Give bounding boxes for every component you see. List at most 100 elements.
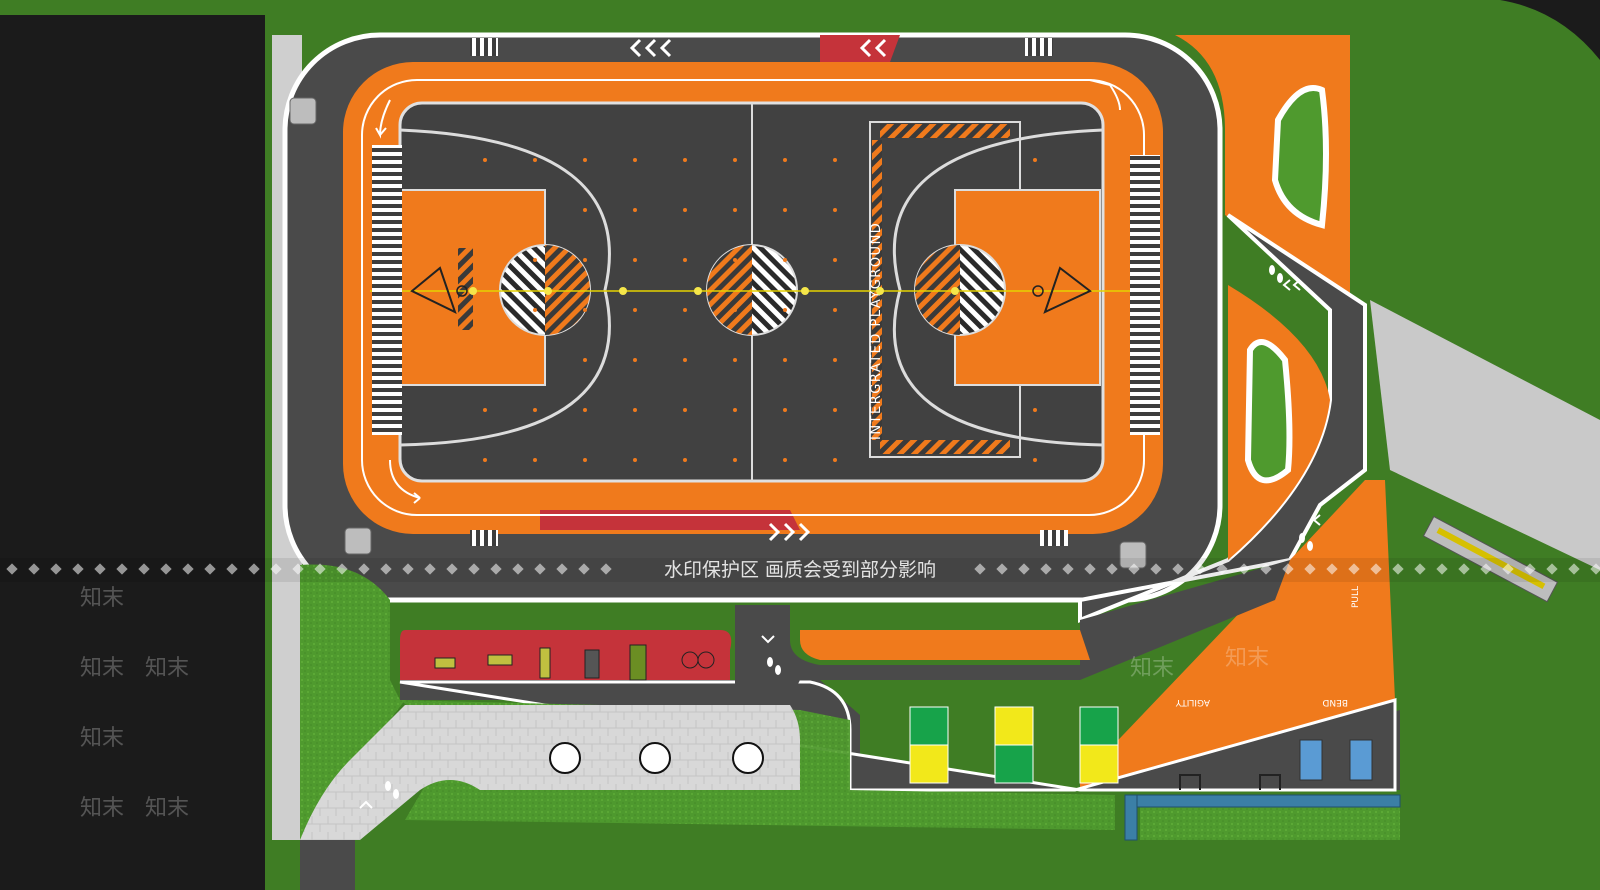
court-dot-grid <box>469 158 1037 462</box>
watermark-diamond <box>1502 563 1514 575</box>
watermark-diamond <box>512 563 524 575</box>
court-dot <box>483 208 487 212</box>
court-dot <box>683 358 687 362</box>
direction-arrow-icon <box>359 79 1321 809</box>
court-dot <box>1033 458 1037 462</box>
court-label: INTERGRATED PLAYGROUND <box>869 222 884 440</box>
court-dot <box>1033 358 1037 362</box>
watermark-diamond <box>292 563 304 575</box>
watermark-diamond <box>1062 563 1074 575</box>
watermark-diamond <box>204 563 216 575</box>
court-dot <box>783 308 787 312</box>
court-dot <box>683 258 687 262</box>
left-circle-half <box>545 245 590 335</box>
watermark-diamond <box>446 563 458 575</box>
court-dot <box>533 158 537 162</box>
court-dot <box>683 158 687 162</box>
watermark-diamond <box>1106 563 1118 575</box>
watermark-brand: 知末 <box>80 796 124 821</box>
watermark-diamond <box>380 563 392 575</box>
station-label-agility: AGILITY <box>1175 697 1210 707</box>
watermark-diamond <box>578 563 590 575</box>
court-dot <box>733 408 737 412</box>
watermark-brand: 知末 <box>1130 656 1174 681</box>
watermark-diamond <box>1436 563 1448 575</box>
watermark-diamond <box>1546 563 1558 575</box>
watermark-diamond <box>996 563 1008 575</box>
axis-marker <box>801 287 809 295</box>
axis-marker <box>469 287 477 295</box>
court-dot <box>833 208 837 212</box>
court-dot <box>633 258 637 262</box>
court-dot <box>583 208 587 212</box>
watermark-brand: 知末 <box>1225 646 1269 671</box>
court-dot <box>733 258 737 262</box>
court-dot <box>533 208 537 212</box>
axis-marker <box>876 287 884 295</box>
court-dot <box>1033 158 1037 162</box>
crosswalk <box>1025 38 1053 56</box>
dark-road-bottom <box>300 840 355 890</box>
watermark-brand: 知末 <box>80 656 124 681</box>
watermark-diamond <box>1568 563 1580 575</box>
right-key <box>954 189 1101 386</box>
court-dot <box>533 408 537 412</box>
watermark-diamond <box>1348 563 1360 575</box>
lawn <box>300 564 405 840</box>
court-dot <box>683 408 687 412</box>
watermark-diamond <box>248 563 260 575</box>
court-dot <box>633 408 637 412</box>
crosswalk <box>470 530 498 546</box>
court-dot <box>633 458 637 462</box>
track-red-section <box>540 510 800 530</box>
court-dot <box>583 458 587 462</box>
watermark-brand: 知末 <box>145 796 189 821</box>
watermark-diamond <box>358 563 370 575</box>
watermark-diamond <box>1480 563 1492 575</box>
crosswalk <box>372 145 402 435</box>
court-dot <box>1033 308 1037 312</box>
watermark-diamond <box>1150 563 1162 575</box>
court-dot <box>483 258 487 262</box>
court-dot <box>833 458 837 462</box>
watermark-diamond <box>1524 563 1536 575</box>
footprints-icon <box>385 265 1313 799</box>
court-dot <box>633 158 637 162</box>
court-dot <box>783 458 787 462</box>
crosswalk <box>1130 155 1160 435</box>
court-dot <box>633 208 637 212</box>
right-hatch-bottom <box>880 440 1010 454</box>
gray-plaza <box>1370 300 1600 570</box>
court-dot <box>733 208 737 212</box>
watermark-diamond <box>1414 563 1426 575</box>
basketball-hoop-icon <box>1032 266 1092 314</box>
chevron-icon <box>629 38 887 542</box>
dark-lot <box>0 15 265 890</box>
court-dot <box>633 358 637 362</box>
watermark-diamond <box>1040 563 1052 575</box>
court-dot <box>483 358 487 362</box>
watermark-brand: 知末 <box>80 586 124 611</box>
watermark-diamond <box>556 563 568 575</box>
center-circle-half <box>707 245 752 335</box>
planter-island <box>1244 339 1293 484</box>
court-dot <box>533 458 537 462</box>
station-label-pull: PULL <box>1351 586 1361 608</box>
court-dot <box>1033 208 1037 212</box>
watermark-brand: 知末 <box>145 656 189 681</box>
court-dot <box>583 258 587 262</box>
court-dot <box>783 258 787 262</box>
watermark-diamond <box>1304 563 1316 575</box>
watermark-diamond <box>336 563 348 575</box>
court-dot <box>783 358 787 362</box>
axis-marker <box>694 287 702 295</box>
watermark-diamond <box>1018 563 1030 575</box>
court-dot <box>783 208 787 212</box>
watermark-brand: 知末 <box>80 726 124 751</box>
middle-road <box>735 560 1290 700</box>
bollard <box>289 97 317 125</box>
watermark-diamond <box>534 563 546 575</box>
track-red-section <box>820 35 900 62</box>
watermark-banner: 水印保护区 画质会受到部分影响 <box>664 559 936 581</box>
right-circle-half <box>915 245 960 335</box>
